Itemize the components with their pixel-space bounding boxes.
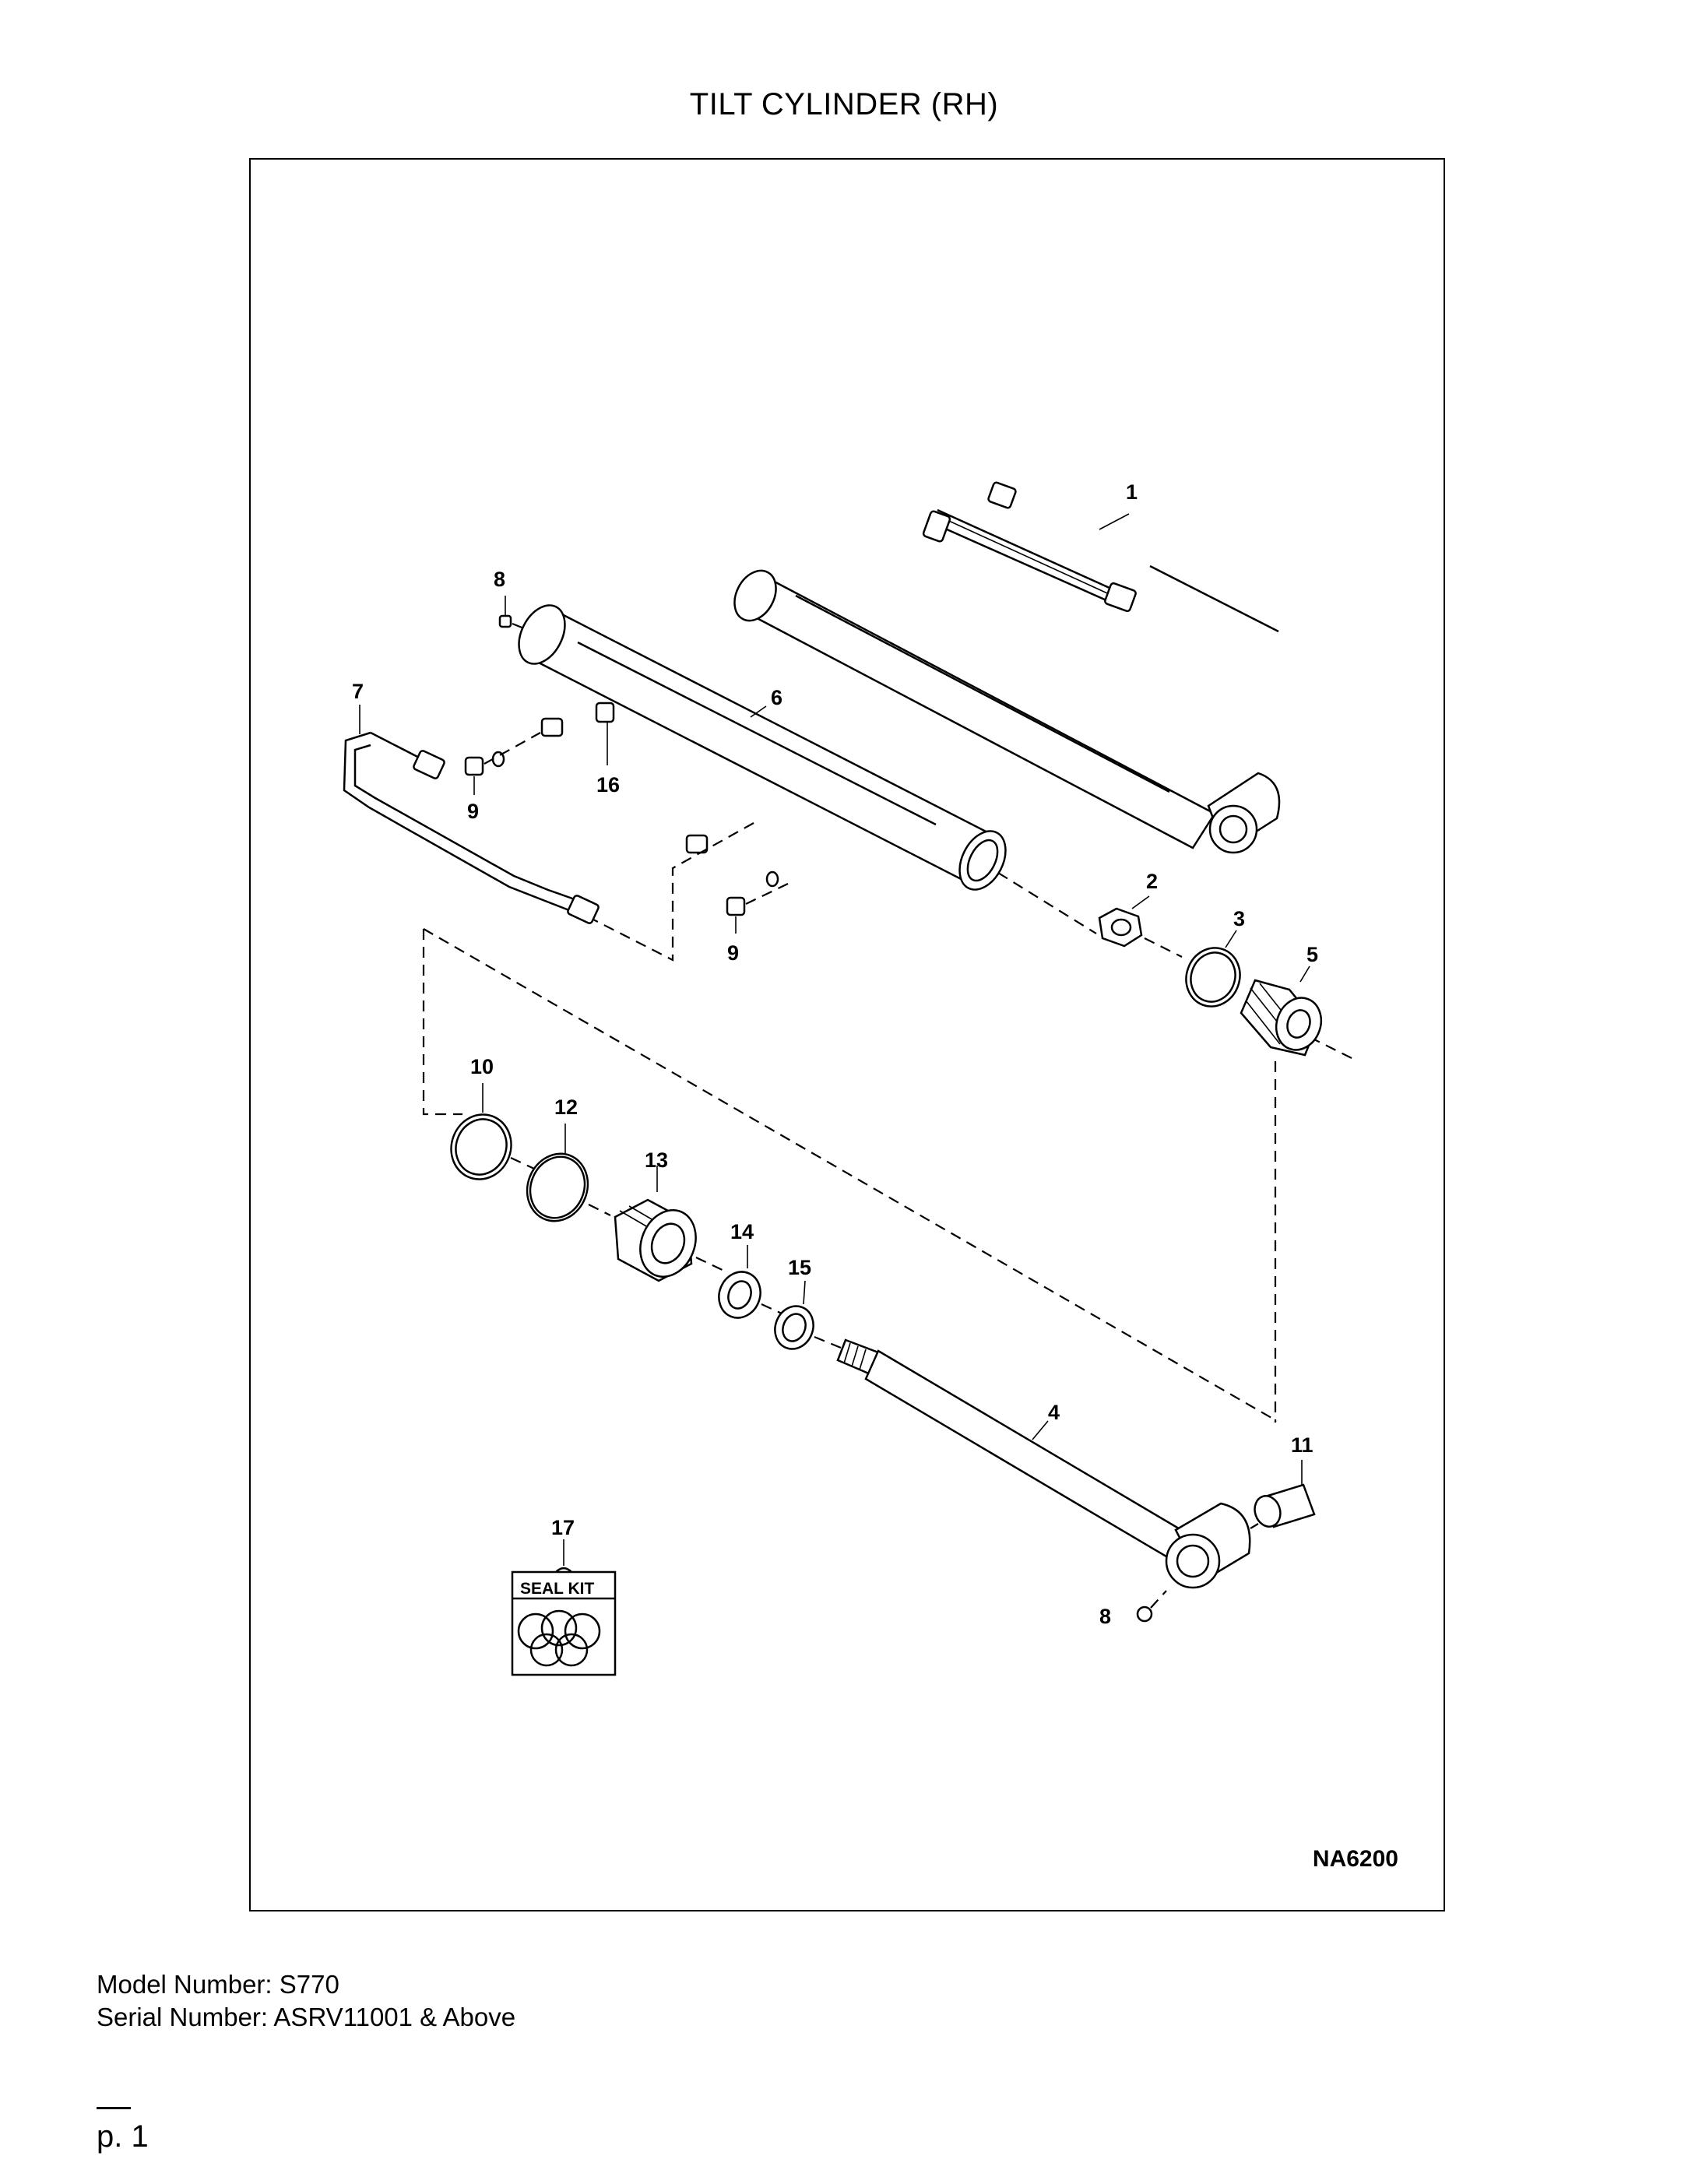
callout-4: 4	[1048, 1401, 1060, 1424]
part-10-o-ring	[450, 1113, 512, 1180]
callout-1: 1	[1126, 480, 1138, 504]
part-1-cylinder-assembly	[733, 481, 1281, 854]
part-9-plug-lower	[726, 870, 789, 916]
callout-3: 3	[1233, 907, 1245, 930]
part-6-barrel	[518, 604, 1007, 891]
part-5-piston	[1240, 979, 1323, 1057]
part-3-o-ring	[1185, 947, 1241, 1008]
part-4-rod	[836, 1338, 1251, 1589]
part-8-grease-fitting-top	[498, 596, 512, 628]
callout-9-lower: 9	[727, 941, 739, 965]
exploded-parts-diagram: 1 8 6 16 9	[343, 480, 1352, 1676]
part-15-u-cup	[774, 1305, 814, 1350]
callout-16: 16	[596, 773, 620, 797]
part-12-backup-ring	[526, 1152, 589, 1222]
callout-2: 2	[1146, 870, 1158, 893]
page-title: TILT CYLINDER (RH)	[689, 87, 999, 121]
part-8-grease-fitting-bottom	[1136, 1590, 1167, 1623]
page-number: p. 1	[97, 2119, 149, 2154]
model-number: Model Number: S770	[97, 1970, 339, 1999]
callout-11: 11	[1291, 1433, 1313, 1457]
callout-5: 5	[1306, 943, 1318, 966]
callout-12: 12	[554, 1096, 578, 1119]
callout-17: 17	[551, 1516, 575, 1539]
part-13-head	[614, 1198, 697, 1282]
callout-8-top: 8	[494, 568, 505, 591]
drawing-code: NA6200	[1312, 1846, 1398, 1872]
seal-kit-label: SEAL KIT	[520, 1580, 594, 1598]
callout-14: 14	[730, 1220, 754, 1243]
diagram-frame: 1 8 6 16 9	[249, 158, 1445, 1911]
callout-7: 7	[352, 680, 364, 703]
callout-6: 6	[771, 686, 782, 709]
callout-10: 10	[470, 1055, 494, 1078]
serial-number: Serial Number: ASRV11001 & Above	[97, 2003, 516, 2031]
part-7-tube	[343, 731, 600, 924]
part-9-plug-upper	[464, 732, 541, 776]
callout-9-upper: 9	[467, 800, 479, 823]
part-2-nut	[1098, 907, 1143, 948]
part-14-wiper	[718, 1271, 761, 1319]
part-11-bushing	[1254, 1483, 1316, 1528]
page-rule	[97, 2107, 131, 2109]
callout-8-bottom: 8	[1099, 1605, 1111, 1628]
callout-15: 15	[788, 1256, 811, 1279]
part-17-seal-kit: SEAL KIT	[511, 1567, 617, 1676]
callout-13: 13	[645, 1148, 668, 1172]
